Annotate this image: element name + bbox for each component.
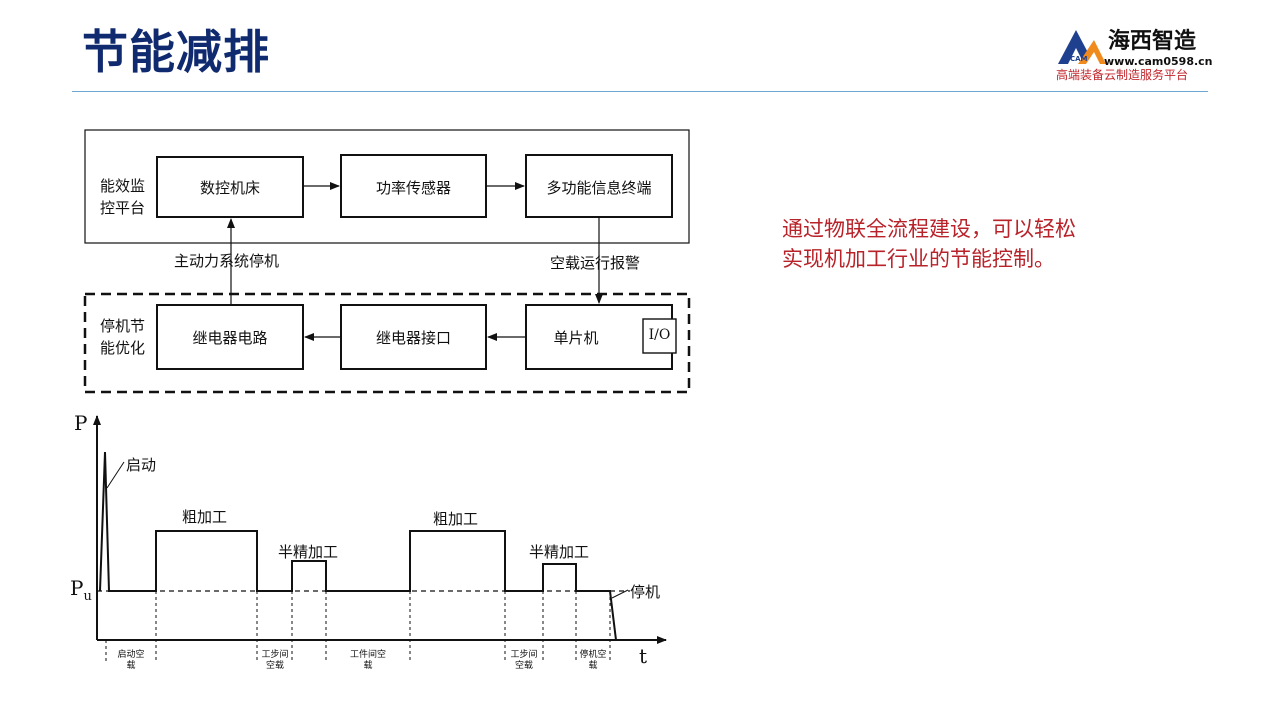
interval-label-step-idle-2-line-2: 空载	[514, 661, 533, 671]
interval-dividers	[105, 591, 611, 662]
logo-name: 海西智造	[1108, 29, 1197, 54]
logo-mark-text: CAM	[1070, 55, 1088, 63]
logo-url: www.cam0598.cn	[1104, 55, 1213, 68]
semi-finishing-label-2: 半精加工	[529, 543, 590, 561]
monitoring-platform-label-line-1: 能效监	[100, 177, 146, 195]
startup-label: 启动	[126, 456, 157, 474]
interval-label-stop-idle-line-1: 停机空	[579, 650, 607, 660]
relay-circuit-box	[156, 304, 304, 370]
idle-alarm-label: 空载运行报警	[550, 254, 641, 272]
baseline-label: Pu	[70, 576, 92, 604]
shutdown-optimization-label-line-1: 停机节	[100, 317, 146, 335]
interval-label-step-idle-2-line-1: 工步间	[510, 650, 538, 660]
cnc-machine-label: 数控机床	[199, 179, 260, 197]
terminal-label: 多功能信息终端	[546, 179, 652, 197]
shutdown-optimization-label-line-2: 能优化	[100, 339, 146, 357]
page-title: 节能减排	[82, 25, 270, 79]
io-port-box	[642, 318, 677, 354]
monitoring-platform-label: 能效监 控平台	[100, 175, 145, 219]
header-divider	[72, 91, 1208, 92]
rough-machining-label-2: 粗加工	[433, 510, 479, 528]
startup-pointer	[106, 461, 125, 489]
interval-label-stop-idle: 停机空 载	[570, 650, 616, 672]
interval-label-part-idle-line-2: 载	[363, 661, 373, 671]
y-axis-label: P	[74, 411, 88, 435]
io-port-label: I/O	[648, 327, 671, 343]
description-line-2: 实现机加工行业的节能控制。	[782, 247, 1055, 271]
stop-label: 停机	[630, 583, 661, 601]
interval-label-step-idle-1: 工步间 空载	[250, 650, 300, 672]
interval-label-startup-idle: 启动空 载	[106, 650, 156, 672]
x-axis-label: t	[639, 644, 648, 668]
stop-pointer	[611, 589, 629, 599]
interval-label-step-idle-1-line-1: 工步间	[261, 650, 289, 660]
main-power-stop-label: 主动力系统停机	[174, 252, 280, 270]
brand-logo: CAM 海西智造 www.cam0598.cn 高端装备云制造服务平台	[1056, 28, 1216, 84]
interval-label-startup-idle-line-2: 载	[126, 661, 136, 671]
mcu-label: 单片机	[553, 329, 599, 347]
interval-label-part-idle-line-1: 工件间空	[349, 650, 386, 660]
cnc-machine-box	[156, 156, 304, 218]
logo-slogan: 高端装备云制造服务平台	[1056, 68, 1189, 82]
baseline-label-sub: u	[83, 589, 92, 604]
semi-finishing-label-1: 半精加工	[278, 543, 339, 561]
monitoring-platform-label-line-2: 控平台	[100, 199, 146, 217]
interval-label-step-idle-2: 工步间 空载	[499, 650, 549, 672]
interval-label-stop-idle-line-2: 载	[588, 661, 598, 671]
power-sensor-label: 功率传感器	[375, 179, 451, 197]
rough-machining-label-1: 粗加工	[182, 508, 228, 526]
interval-label-startup-idle-line-1: 启动空	[117, 650, 145, 660]
interval-label-part-idle: 工件间空 载	[338, 650, 398, 672]
baseline-label-main: P	[70, 576, 84, 600]
relay-circuit-label: 继电器电路	[192, 329, 268, 347]
logo-mark-icon: CAM	[1058, 30, 1106, 64]
monitoring-platform-frame	[84, 129, 690, 244]
description: 通过物联全流程建设，可以轻松 实现机加工行业的节能控制。	[782, 214, 1142, 274]
description-line-1: 通过物联全流程建设，可以轻松	[782, 217, 1076, 241]
shutdown-optimization-label: 停机节 能优化	[100, 315, 145, 359]
interval-label-step-idle-1-line-2: 空载	[265, 661, 284, 671]
relay-interface-label: 继电器接口	[375, 329, 451, 347]
